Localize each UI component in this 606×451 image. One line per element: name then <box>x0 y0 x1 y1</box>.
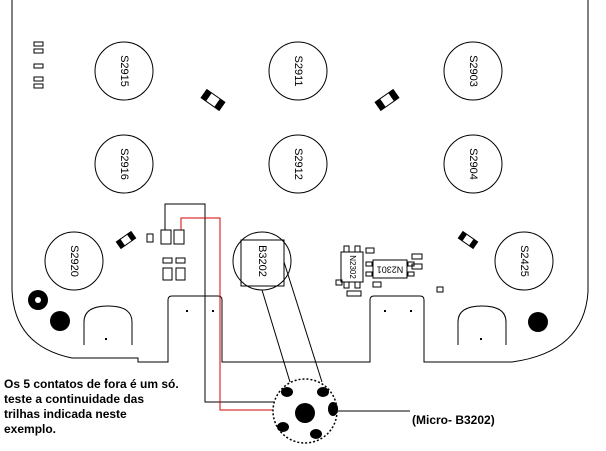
component-tilted-3 <box>115 230 137 250</box>
microphone-b3202: B3202 <box>232 231 292 291</box>
contact-label-s2912: S2912 <box>292 148 304 180</box>
contact-label-s2915: S2915 <box>118 55 130 87</box>
contact-s2920: S2920 <box>44 231 104 291</box>
contact-label-s2904: S2904 <box>467 148 479 180</box>
board-slot-right <box>457 305 507 345</box>
microphone-label: B3202 <box>256 245 268 277</box>
n2301-label: N2301 <box>377 265 404 275</box>
contact-s2425: S2425 <box>494 231 554 291</box>
contact-label-s2425: S2425 <box>518 245 530 277</box>
contact-s2916: S2916 <box>94 134 154 194</box>
contact-s2915: S2915 <box>94 41 154 101</box>
mount-hole-left <box>50 311 70 331</box>
board-outline <box>11 0 589 363</box>
screw-hole-left-inner <box>35 297 41 303</box>
note-line-2: teste a continuidade das <box>4 392 145 406</box>
contact-s2911: S2911 <box>268 41 328 101</box>
smd-pads-center <box>335 247 444 297</box>
component-n2301: N2301 <box>365 259 415 279</box>
smd-pads-top-left <box>33 41 44 89</box>
mic-zoom-center-contact <box>295 403 315 423</box>
board-slot-left <box>83 305 133 345</box>
component-tilted-2 <box>374 88 400 112</box>
trace-black <box>164 203 300 403</box>
mic-zoom-contact-left <box>277 422 289 432</box>
instruction-note: Os 5 contatos de fora é um só. teste a c… <box>4 377 179 437</box>
note-line-1: Os 5 contatos de fora é um só. <box>4 377 179 391</box>
vias <box>105 310 482 340</box>
mic-caption: (Micro- B3202) <box>412 413 495 427</box>
contact-label-s2916: S2916 <box>118 148 130 180</box>
contact-label-s2903: S2903 <box>467 55 479 87</box>
leader-line-left <box>261 289 291 383</box>
mic-zoom-contact-top-left <box>281 387 293 397</box>
microphone-zoom <box>272 378 338 444</box>
n2302-label: N2302 <box>348 255 357 279</box>
contact-label-s2911: S2911 <box>292 56 304 87</box>
contact-s2904: S2904 <box>443 134 503 194</box>
mic-zoom-contact-right <box>328 402 338 416</box>
contact-s2903: S2903 <box>443 41 503 101</box>
mic-zoom-contact-bottom <box>310 429 322 439</box>
component-tilted-4 <box>457 230 479 250</box>
note-line-3: trilhas indicada neste <box>4 407 127 421</box>
component-n2302: N2302 <box>340 245 364 289</box>
smd-pads-left-cluster <box>146 229 186 281</box>
contact-s2912: S2912 <box>268 134 328 194</box>
component-tilted-1 <box>200 88 226 112</box>
note-line-4: exemplo. <box>4 422 57 436</box>
trace-red <box>180 217 282 411</box>
mic-zoom-contact-top-right <box>317 387 329 397</box>
contact-label-s2920: S2920 <box>68 245 80 277</box>
mount-hole-right <box>528 312 548 332</box>
leader-line-right <box>283 261 323 383</box>
